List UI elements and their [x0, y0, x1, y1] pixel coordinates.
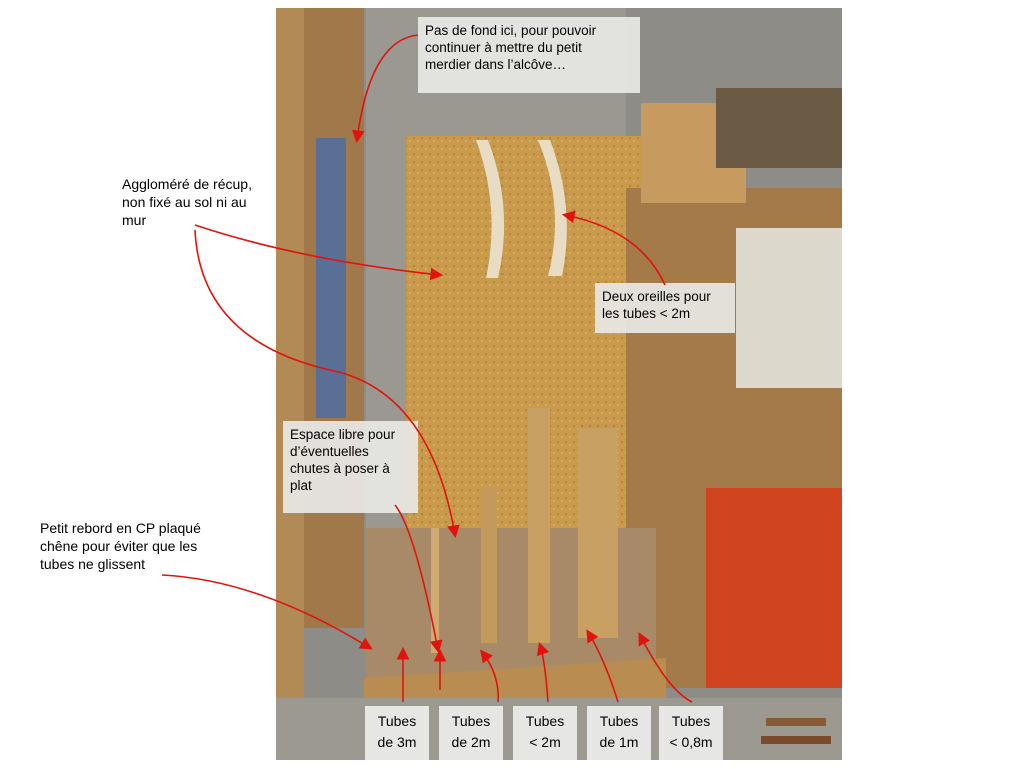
ears-note: Deux oreilles pour les tubes < 2m [595, 283, 735, 333]
tube-label-lt2m: Tubes < 2m [513, 706, 577, 760]
tube-label-lt08m: Tubes < 0,8m [659, 706, 723, 760]
agglomere-label: Aggloméré de récup, non fixé au sol ni a… [122, 176, 252, 228]
rebord-label: Petit rebord en CP plaqué chêne pour évi… [40, 520, 201, 572]
top-note: Pas de fond ici, pour pouvoir continuer … [418, 17, 640, 93]
workshop-photo [276, 8, 842, 760]
tube-label-1m: Tubes de 1m [587, 706, 651, 760]
tube-label-2m: Tubes de 2m [439, 706, 503, 760]
espace-note: Espace libre pour d’éventuelles chutes à… [283, 421, 418, 513]
tube-label-3m: Tubes de 3m [365, 706, 429, 760]
photo-illustration [276, 8, 842, 760]
red-toolbox [706, 488, 842, 688]
